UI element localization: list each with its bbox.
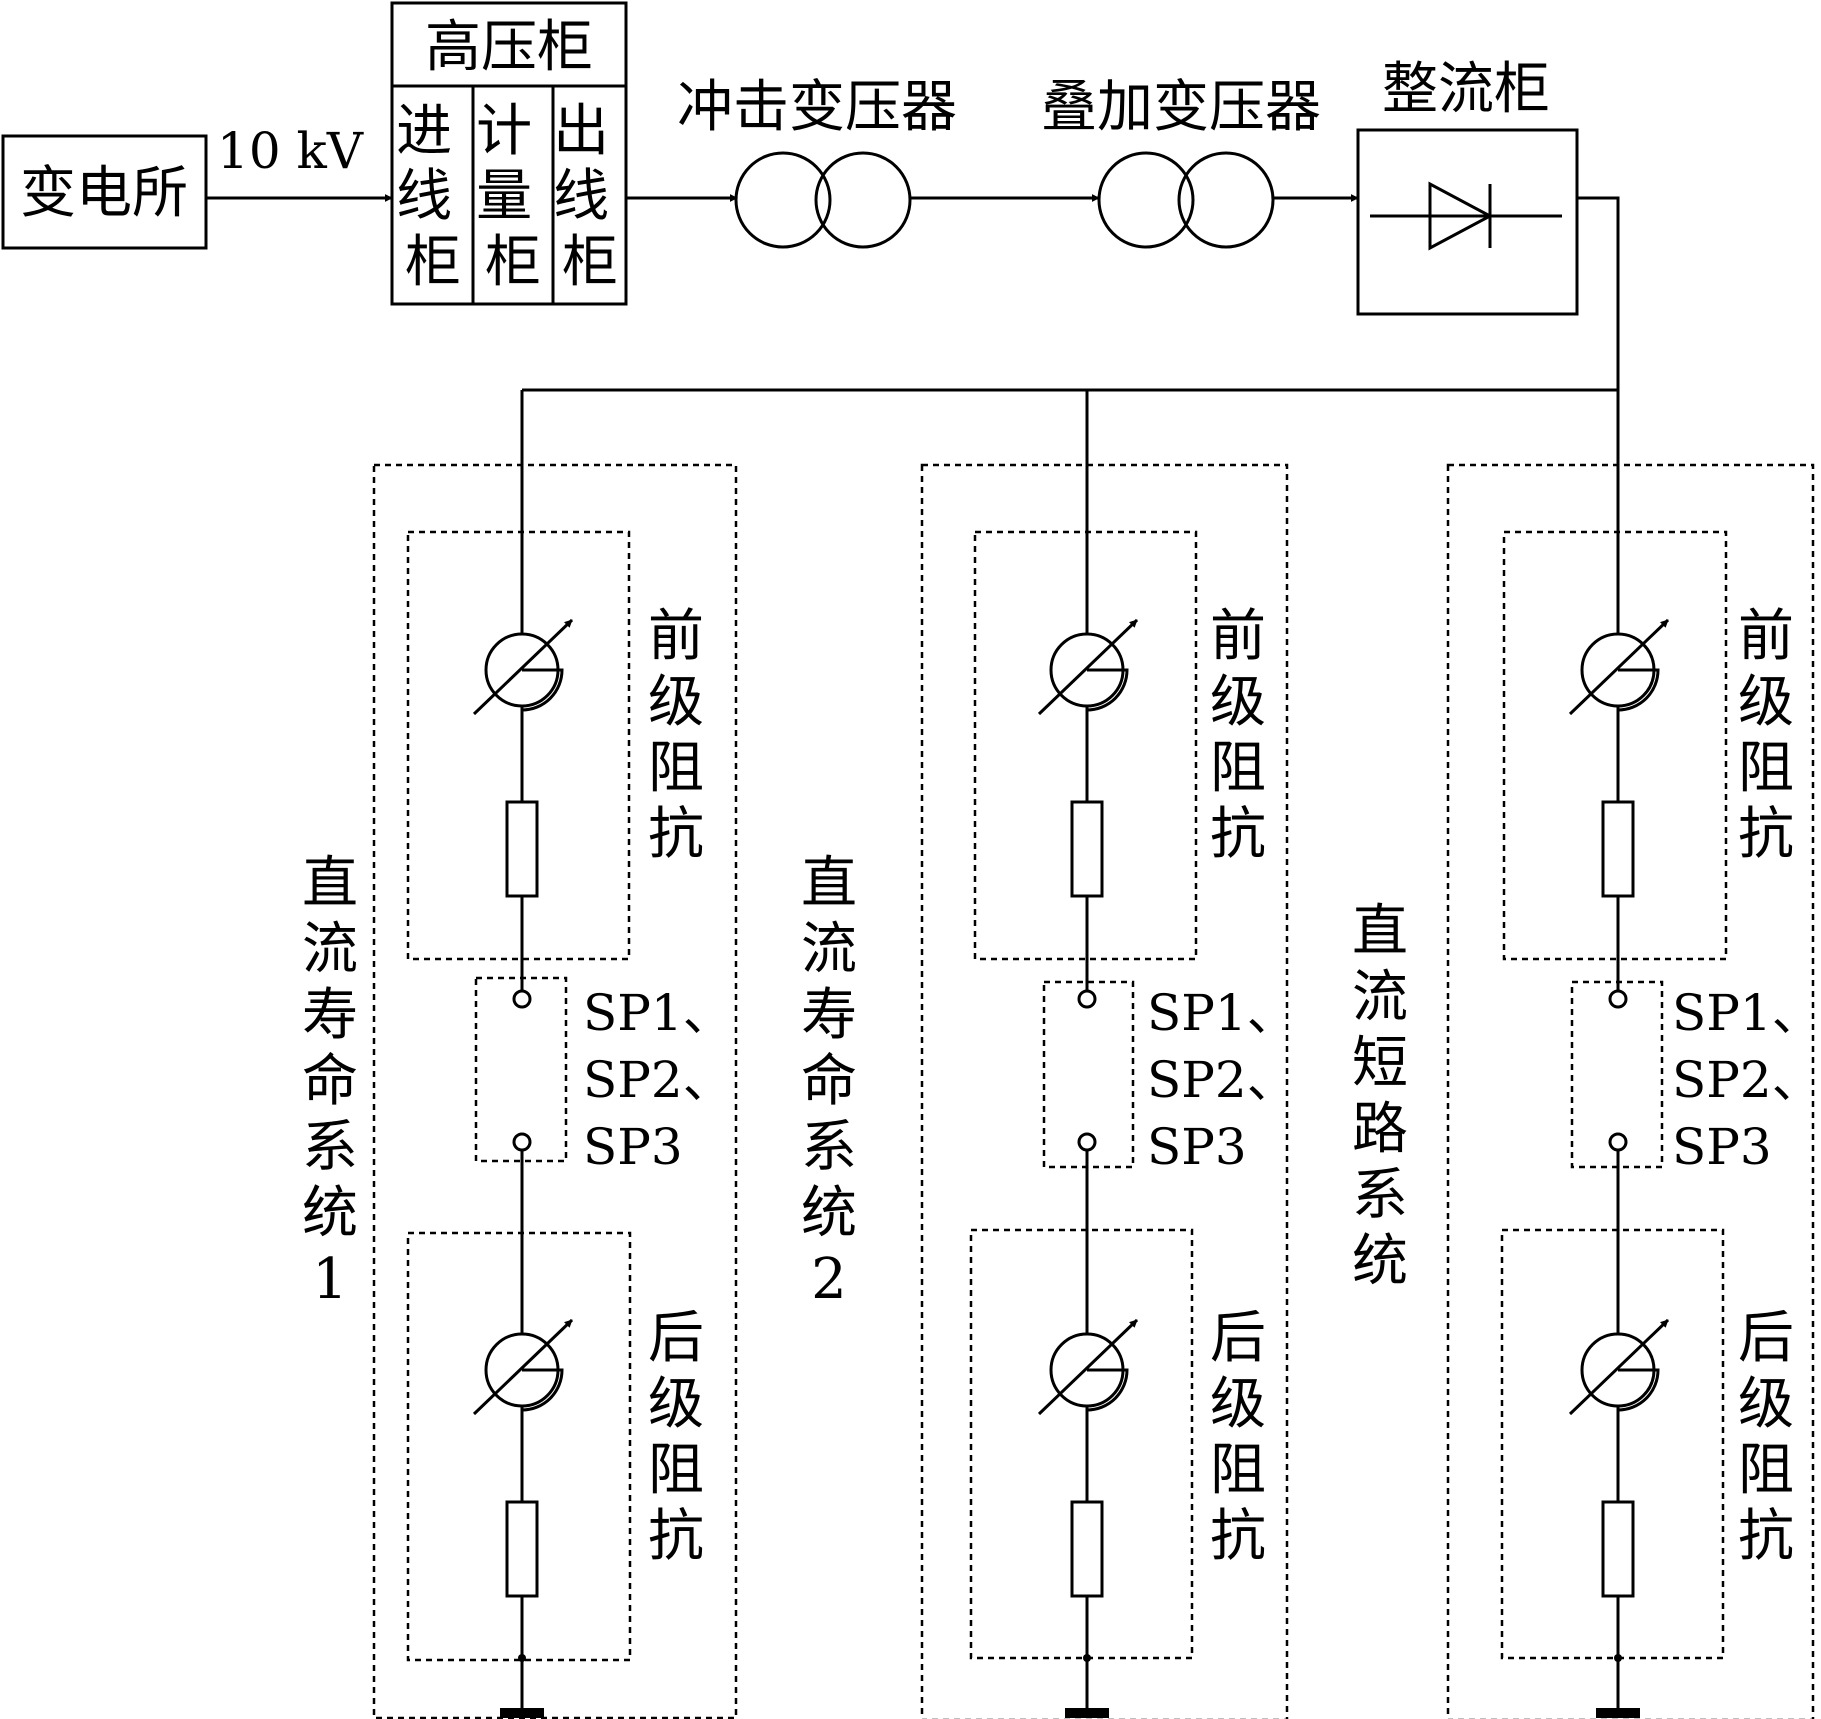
rear-resistor-icon (505, 1500, 539, 1598)
sample-label-line: SP2、 (1672, 1051, 1821, 1109)
sample-terminal-icon (1608, 989, 1628, 1009)
front-variable-resistor-icon (472, 618, 574, 716)
superposition-transformer-symbol: 叠加变压器 (1041, 75, 1321, 249)
ground-icon (500, 1708, 544, 1718)
rear-impedance-label: 后级阻抗 (648, 1306, 704, 1569)
front-variable-resistor-icon (1037, 618, 1139, 716)
front-resistor-icon (1070, 800, 1104, 898)
rear-variable-resistor-icon (1037, 1318, 1139, 1416)
sample-terminal-icon (1077, 989, 1097, 1009)
sample-label-line: SP3 (1147, 1118, 1247, 1176)
front-impedance-frame (1502, 530, 1728, 961)
sample-frame (1042, 980, 1135, 1169)
rear-resistor-icon (1601, 1500, 1635, 1598)
sample-label-line: SP1、 (1147, 984, 1297, 1042)
sample-terminal-icon (1608, 1132, 1628, 1152)
sample-label-line: SP1、 (583, 984, 733, 1042)
rectifier-cabinet-label: 整流柜 (1382, 57, 1550, 122)
sample-label-line: SP2、 (583, 1051, 733, 1109)
metering-cabinet-label: 计 量 柜 (476, 99, 550, 295)
front-variable-resistor-icon (1568, 618, 1670, 716)
sample-terminal-icon (512, 989, 532, 1009)
front-impedance-frame (406, 530, 631, 961)
hv-cabinet-block: 高压柜 进 线 柜 计 量 柜 出 线 柜 (390, 1, 628, 306)
sample-label-line: SP2、 (1147, 1051, 1297, 1109)
rear-resistor-icon (1070, 1500, 1104, 1598)
impulse-transformer-label: 冲击变压器 (677, 75, 957, 140)
junction-dot (1083, 1654, 1091, 1662)
rear-impedance-label: 后级阻抗 (1738, 1306, 1794, 1569)
outgoing-cabinet-label: 出 线 柜 (553, 99, 627, 295)
junction-dot (518, 1654, 526, 1662)
front-resistor-icon (1601, 800, 1635, 898)
junction-dot (1614, 1654, 1622, 1662)
sample-frame (1570, 980, 1664, 1169)
impulse-transformer-symbol: 冲击变压器 (677, 75, 957, 249)
rectifier-cabinet-block: 整流柜 (1356, 57, 1579, 316)
sample-terminal-icon (512, 1132, 532, 1152)
ground-icon (1596, 1708, 1640, 1718)
hv-cabinet-title: 高压柜 (425, 15, 593, 80)
rear-variable-resistor-icon (472, 1318, 574, 1416)
ground-icon (1065, 1708, 1109, 1718)
incoming-cabinet-label: 进 线 柜 (396, 99, 470, 295)
dc-output-line (1577, 196, 1620, 390)
front-impedance-label: 前级阻抗 (1210, 604, 1266, 867)
sample-label-line: SP3 (1672, 1118, 1772, 1176)
sample-label-line: SP1、 (1672, 984, 1821, 1042)
rear-impedance-frame (1500, 1228, 1725, 1660)
rear-variable-resistor-icon (1568, 1318, 1670, 1416)
voltage-label: 10 kV (217, 122, 364, 180)
front-resistor-icon (505, 800, 539, 898)
front-impedance-label: 前级阻抗 (1738, 604, 1794, 867)
system-frame (1446, 463, 1815, 1719)
system-frame (920, 463, 1289, 1719)
system-name-label: 直流短路系统 (1352, 899, 1408, 1294)
rear-impedance-frame (969, 1228, 1194, 1660)
sample-terminal-icon (1077, 1132, 1097, 1152)
front-impedance-label: 前级阻抗 (648, 604, 704, 867)
substation-block: 变电所 (1, 134, 208, 250)
rear-impedance-label: 后级阻抗 (1210, 1306, 1266, 1569)
system-frame (372, 463, 738, 1719)
substation-label: 变电所 (20, 161, 188, 226)
superposition-transformer-label: 叠加变压器 (1041, 75, 1321, 140)
sample-label-line: SP3 (583, 1118, 683, 1176)
